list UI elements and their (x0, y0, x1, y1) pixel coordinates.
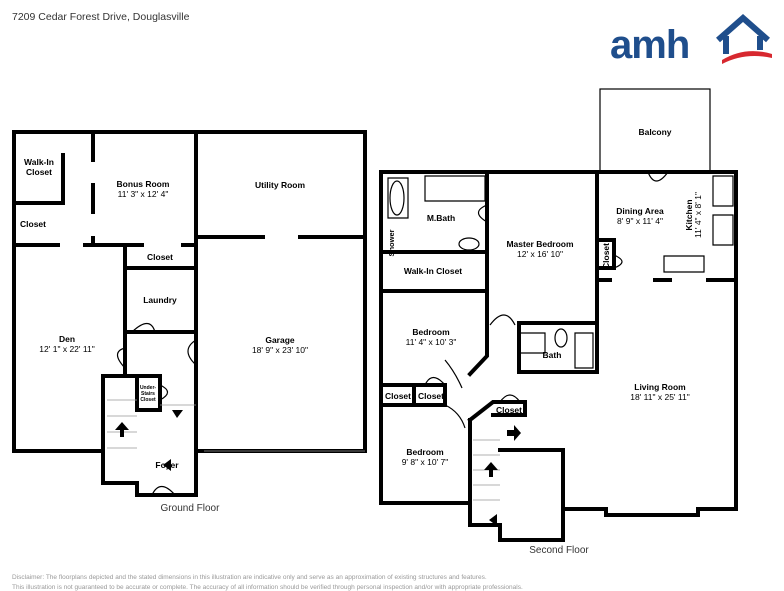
second-floor-label: Second Floor (529, 545, 589, 556)
bedroom-label: Bedroom (406, 447, 444, 457)
walk-in-closet-label: Walk-In Closet (404, 266, 462, 276)
bonus-room-dims: 11' 3" x 12' 4" (118, 189, 169, 199)
disclaimer-line-1: Disclaimer: The floorplans depicted and … (12, 574, 487, 581)
foyer-label: Foyer (155, 460, 179, 470)
closet-label: Closet (147, 252, 173, 262)
garage-label: Garage (265, 335, 295, 345)
laundry-label: Laundry (143, 295, 177, 305)
master-bedroom-label: Master Bedroom (506, 239, 574, 249)
den-dims: 12' 1" x 22' 11" (39, 344, 94, 354)
living-room-label: Living Room (634, 382, 686, 392)
closet-label: Closet (601, 243, 611, 269)
svg-text:amh: amh (610, 23, 689, 65)
second-floor-walls (379, 88, 738, 542)
shower-label: Shower (387, 229, 396, 256)
master-bedroom-dims: 12' x 16' 10" (517, 249, 563, 259)
bedroom-dims: 9' 8" x 10' 7" (402, 457, 449, 467)
ground-floor-walls (12, 130, 367, 497)
living-room-dims: 18' 11" x 25' 11" (630, 392, 690, 402)
bedroom-dims: 11' 4" x 10' 3" (406, 337, 457, 347)
bonus-room-label: Bonus Room (117, 179, 170, 189)
kitchen-label: Kitchen (684, 199, 694, 230)
utility-room-label: Utility Room (255, 180, 305, 190)
den-label: Den (59, 334, 75, 344)
under-stairs-closet-label: Stairs (141, 391, 155, 397)
under-stairs-closet-label: Under- (140, 385, 156, 391)
balcony-label: Balcony (638, 127, 671, 137)
closet-label: Closet (418, 391, 444, 401)
closet-label: Closet (385, 391, 411, 401)
ground-floor-label: Ground Floor (161, 503, 221, 514)
garage-dims: 18' 9" x 23' 10" (252, 345, 308, 355)
closet-label: Closet (496, 405, 522, 415)
closet-label: Closet (20, 219, 46, 229)
mbath-label: M.Bath (427, 213, 455, 223)
kitchen-dims: 11' 4" x 8' 1" (693, 192, 703, 238)
amh-logo: amh (610, 14, 772, 65)
bedroom-label: Bedroom (412, 327, 450, 337)
dining-area-dims: 8' 9" x 11' 4" (617, 216, 663, 226)
under-stairs-closet-label: Closet (140, 397, 156, 403)
bath-label: Bath (543, 350, 562, 360)
dining-area-label: Dining Area (616, 206, 664, 216)
property-address: 7209 Cedar Forest Drive, Douglasville (12, 11, 190, 23)
